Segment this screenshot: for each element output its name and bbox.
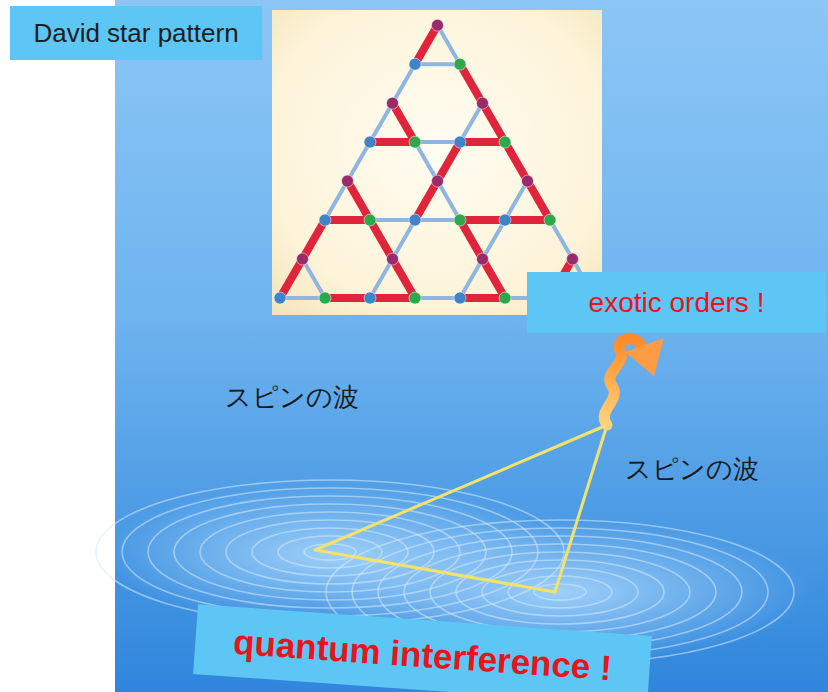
lattice-bond: [303, 220, 326, 259]
lattice-bond: [415, 62, 460, 66]
lattice-site: [499, 214, 511, 226]
text-banner: exotic orders !: [527, 272, 826, 333]
lattice-bond: [460, 138, 505, 146]
lattice-site: [544, 214, 556, 226]
lattice-bond: [415, 218, 460, 222]
lattice-bond: [348, 181, 371, 220]
kagome-lattice: [274, 19, 601, 304]
lattice-panel: [272, 10, 602, 315]
lattice-bond: [438, 142, 461, 181]
lattice-bond: [505, 216, 550, 224]
lattice-site: [477, 97, 489, 109]
lattice-bond: [460, 259, 483, 298]
lattice-bond: [370, 294, 415, 302]
lattice-bond: [393, 259, 416, 298]
lattice-site: [387, 253, 399, 265]
lattice-site: [364, 214, 376, 226]
lattice-site: [409, 58, 421, 70]
lattice-bond: [325, 216, 370, 224]
lattice-bond: [393, 103, 416, 142]
ripple-ring: [456, 560, 664, 624]
lattice-site: [409, 214, 421, 226]
lattice-site: [364, 292, 376, 304]
lattice-site: [454, 136, 466, 148]
lattice-bond: [348, 142, 371, 181]
lattice-bond: [370, 103, 393, 142]
lattice-bond: [303, 259, 326, 298]
lattice-site: [522, 175, 534, 187]
lattice-site: [297, 253, 309, 265]
lattice-bond: [550, 220, 573, 259]
lattice-bond: [370, 259, 393, 298]
banner-text: exotic orders !: [589, 287, 765, 319]
lattice-bond: [370, 218, 415, 222]
lattice-bond: [483, 220, 506, 259]
lattice-bond: [370, 138, 415, 146]
lattice-bond: [460, 294, 505, 302]
lattice-bond: [438, 25, 461, 64]
lattice-site: [477, 253, 489, 265]
banner-text: David star pattern: [33, 18, 238, 49]
lattice-site: [567, 253, 579, 265]
spin-wave-label: スピンの波: [625, 452, 759, 487]
lattice-site: [454, 214, 466, 226]
lattice-bond: [483, 103, 506, 142]
lattice-bond: [415, 296, 460, 300]
lattice-site: [319, 292, 331, 304]
lattice-site: [499, 136, 511, 148]
lattice-site: [454, 58, 466, 70]
lattice-bond: [460, 220, 483, 259]
interference-triangle: [315, 425, 607, 592]
banner-text: quantum interference !: [232, 622, 613, 688]
lattice-bond: [505, 142, 528, 181]
lattice-site: [342, 175, 354, 187]
lattice-bond: [370, 220, 393, 259]
lattice-site: [364, 136, 376, 148]
lattice-site: [454, 292, 466, 304]
lattice-bond: [393, 220, 416, 259]
lattice-bond: [415, 140, 460, 144]
lattice-site: [432, 19, 444, 31]
ripple-ring: [534, 584, 586, 600]
lattice-bond: [505, 181, 528, 220]
lattice-bond: [415, 142, 438, 181]
lattice-bond: [460, 216, 505, 224]
lattice-site: [409, 136, 421, 148]
lattice-site: [499, 292, 511, 304]
lattice-bond: [460, 103, 483, 142]
lattice-site: [432, 175, 444, 187]
lattice-site: [409, 292, 421, 304]
arrow-head: [625, 338, 664, 376]
lattice-bond: [438, 181, 461, 220]
ripple-ring: [430, 552, 690, 632]
lattice-bond: [460, 64, 483, 103]
lattice-bond: [415, 181, 438, 220]
lattice-bond: [483, 259, 506, 298]
lattice-bond: [415, 25, 438, 64]
lattice-site: [274, 292, 286, 304]
text-banner: David star pattern: [10, 6, 262, 60]
lattice-bond: [280, 259, 303, 298]
lattice-site: [387, 97, 399, 109]
lattice-bond: [325, 181, 348, 220]
lattice-bond: [325, 294, 370, 302]
lattice-bond: [393, 64, 416, 103]
lattice-site: [319, 214, 331, 226]
lattice-bond: [280, 296, 325, 300]
spin-wave-label: スピンの波: [225, 380, 359, 415]
lattice-bond: [528, 181, 551, 220]
